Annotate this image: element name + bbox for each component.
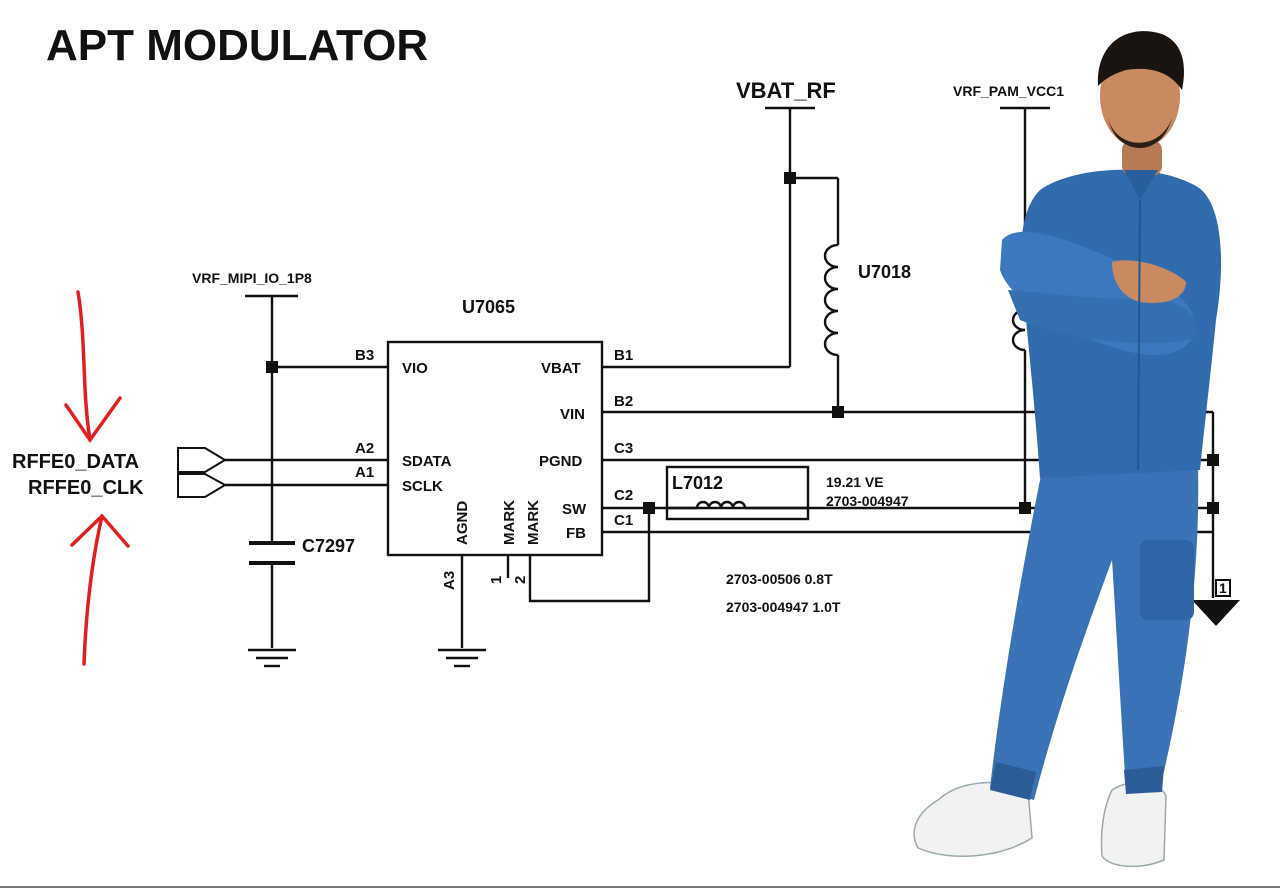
red-arrow-down: [64, 290, 122, 444]
capacitor-c7297-label: C7297: [302, 536, 355, 556]
rffe-ports: RFFE0_DATA RFFE0_CLK: [12, 447, 388, 499]
vrf-mipi-io-label: VRF_MIPI_IO_1P8: [192, 270, 312, 286]
person-photo: [913, 31, 1222, 868]
inductor-u7018-label: U7018: [858, 262, 911, 282]
ground-symbol: [248, 648, 296, 668]
pin-number-b2: B2: [614, 393, 633, 410]
note-part1: 2703-00506 0.8T: [726, 571, 833, 587]
pin-name-vbat: VBAT: [541, 360, 581, 377]
junction-dot: [266, 361, 278, 373]
note-box-line2: 2703-004947: [826, 493, 909, 509]
pin-number-b1: B1: [614, 347, 633, 364]
pin-number-2: 2: [512, 576, 529, 584]
pin-name-vio: VIO: [402, 360, 428, 377]
port-rffe0-clk: RFFE0_CLK: [28, 477, 144, 499]
junction-dot: [643, 502, 655, 514]
pin-name-fb: FB: [566, 525, 586, 542]
note-box-line1: 19.21 VE: [826, 474, 884, 490]
pin-name-vin: VIN: [560, 406, 585, 423]
junction-dot: [784, 172, 796, 184]
pin-number-b3: B3: [355, 347, 374, 364]
pin-number-c2: C2: [614, 487, 633, 504]
inductor-u7018: U7018: [823, 243, 911, 412]
junction-dot: [1207, 454, 1219, 466]
junction-dot: [832, 406, 844, 418]
pin-number-a1: A1: [355, 464, 374, 481]
pin-number-c1: C1: [614, 512, 633, 529]
pin-name-agnd: AGND: [454, 501, 471, 545]
junction-dot: [1019, 502, 1031, 514]
pin-name-mark2: MARK: [525, 500, 542, 545]
pin-number-c3: C3: [614, 440, 633, 457]
pin-number-1: 1: [488, 576, 505, 584]
page-title: APT MODULATOR: [46, 21, 428, 70]
pin-name-sclk: SCLK: [402, 478, 443, 495]
red-arrow-up: [70, 513, 130, 666]
vbat-rf-label: VBAT_RF: [736, 78, 836, 103]
vrf-mipi-io-net: VRF_MIPI_IO_1P8 C7297: [192, 270, 388, 668]
pin-name-pgnd: PGND: [539, 453, 583, 470]
gnd-pin-number: 1: [1219, 580, 1227, 596]
ic-u7065: U7065 B3 VIO A2 SDATA A1 SCLK VBAT B1 VI…: [355, 297, 651, 668]
junction-dot: [1207, 502, 1219, 514]
pin-number-a2: A2: [355, 440, 374, 457]
ground-symbol: [438, 648, 486, 668]
pin-name-sdata: SDATA: [402, 453, 452, 470]
port-rffe0-data: RFFE0_DATA: [12, 451, 139, 473]
note-part2: 2703-004947 1.0T: [726, 599, 841, 615]
ground-arrow-symbol: 1: [1192, 579, 1240, 626]
inductor-l7012-label: L7012: [672, 473, 723, 493]
pin-number-a3: A3: [441, 571, 458, 590]
ic-ref-label: U7065: [462, 297, 515, 317]
vrf-pam-vcc1-label: VRF_PAM_VCC1: [953, 83, 1064, 99]
vbat-rf-net: VBAT_RF: [736, 78, 840, 367]
inductor-l7012: L7012: [665, 465, 810, 521]
pin-name-mark1: MARK: [501, 500, 518, 545]
pin-name-sw: SW: [562, 501, 587, 518]
